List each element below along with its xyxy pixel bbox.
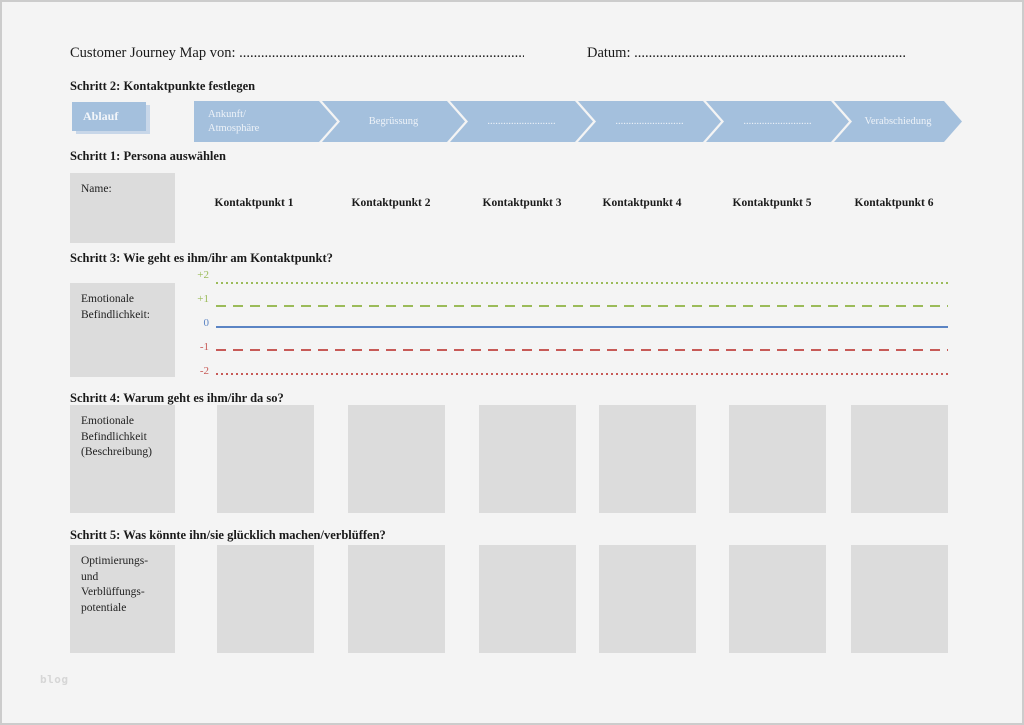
watermark-text: blog	[40, 673, 69, 686]
arrow-label-line2: Atmosphäre	[208, 122, 260, 134]
touchpoint-header-3: Kontaktpunkt 3	[482, 197, 562, 209]
emotion-level-label-plus2: +2	[197, 269, 209, 281]
persona-name-label: Name:	[81, 183, 112, 195]
step4-cell-4[interactable]	[599, 405, 696, 513]
date-label: Datum:	[587, 45, 631, 61]
touchpoint-header-2: Kontaktpunkt 2	[351, 197, 431, 209]
emotion-line-minus1	[216, 349, 948, 351]
arrow-label-line1: Ankunft/	[208, 108, 246, 120]
step2-heading: Schritt 2: Kontaktpunkte festlegen	[70, 79, 256, 93]
emotion-line-plus1	[216, 305, 948, 307]
step5-cell-1[interactable]	[217, 545, 314, 653]
step4-label-line2: Befindlichkeit	[81, 430, 147, 443]
step5-label-line1: Optimierungs-	[81, 555, 149, 567]
step5-cell-6[interactable]	[851, 545, 948, 653]
step5-cell-5[interactable]	[729, 545, 826, 653]
step5-label-line3: Verblüffungs-	[81, 586, 145, 599]
emotion-level-label-minus1: -1	[199, 341, 209, 353]
step1-heading: Schritt 1: Persona auswählen	[70, 149, 226, 163]
date-row: Datum: .................................…	[587, 45, 906, 62]
process-arrow-begruessung: Begrüssung	[322, 101, 465, 142]
emotion-line-zero	[216, 326, 948, 328]
step4-cell-1[interactable]	[217, 405, 314, 513]
ablauf-label-box: Ablauf	[72, 102, 146, 131]
step5-cell-3[interactable]	[479, 545, 576, 653]
step5-label-line2: und	[81, 570, 99, 583]
arrow-placeholder-label: ..........................	[743, 116, 812, 127]
process-arrow-placeholder-2[interactable]: ..........................	[578, 101, 721, 142]
touchpoint-header-1: Kontaktpunkt 1	[214, 197, 294, 209]
process-arrow-ankunft: Ankunft/ Atmosphäre	[194, 101, 337, 142]
step4-cell-6[interactable]	[851, 405, 948, 513]
emotion-label-line1: Emotionale	[81, 293, 135, 305]
arrow-label: Begrüssung	[368, 116, 419, 127]
step4-row-label-box: Emotionale Befindlichkeit (Beschreibung)	[70, 405, 175, 513]
title-row: Customer Journey Map von: ..............…	[70, 45, 524, 62]
emotion-level-label-zero: 0	[203, 317, 210, 329]
emotion-line-minus2	[216, 373, 948, 375]
step5-row-label-box: Optimierungs- und Verblüffungs- potentia…	[70, 545, 175, 653]
step4-heading: Schritt 4: Warum geht es ihm/ihr da so?	[70, 391, 284, 405]
step5-heading: Schritt 5: Was könnte ihn/sie glücklich …	[70, 528, 386, 542]
title-label: Customer Journey Map von:	[70, 45, 236, 61]
touchpoint-header-6: Kontaktpunkt 6	[854, 197, 934, 209]
process-arrow-placeholder-3[interactable]: ..........................	[706, 101, 849, 142]
emotion-level-label-minus2: -2	[199, 365, 209, 377]
step4-label-line1: Emotionale	[81, 415, 135, 427]
step3-heading: Schritt 3: Wie geht es ihm/ihr am Kontak…	[70, 251, 333, 265]
name-fill-line[interactable]: ........................................…	[239, 45, 525, 61]
persona-name-box[interactable]: Name:	[70, 173, 175, 243]
process-arrow-verabschiedung: Verabschiedung	[834, 101, 962, 142]
step4-label-line3: (Beschreibung)	[81, 446, 152, 459]
step5-cell-4[interactable]	[599, 545, 696, 653]
touchpoint-header-4: Kontaktpunkt 4	[602, 197, 682, 209]
emotion-line-plus2	[216, 282, 948, 284]
process-arrow-placeholder-1[interactable]: ..........................	[450, 101, 593, 142]
ablauf-label: Ablauf	[83, 109, 119, 123]
emotion-level-label-plus1: +1	[197, 293, 209, 305]
step4-cell-2[interactable]	[348, 405, 445, 513]
date-fill-line[interactable]: ........................................…	[634, 45, 906, 61]
touchpoint-header-5: Kontaktpunkt 5	[732, 197, 812, 209]
step4-cell-3[interactable]	[479, 405, 576, 513]
emotion-scale-label-box: Emotionale Befindlichkeit:	[70, 283, 175, 377]
arrow-placeholder-label: ..........................	[487, 116, 556, 127]
arrow-placeholder-label: ..........................	[615, 116, 684, 127]
arrow-label: Verabschiedung	[864, 116, 932, 127]
emotion-label-line2: Befindlichkeit:	[81, 308, 150, 321]
step4-cell-5[interactable]	[729, 405, 826, 513]
step5-label-line4: potentiale	[81, 601, 127, 614]
step5-cell-2[interactable]	[348, 545, 445, 653]
